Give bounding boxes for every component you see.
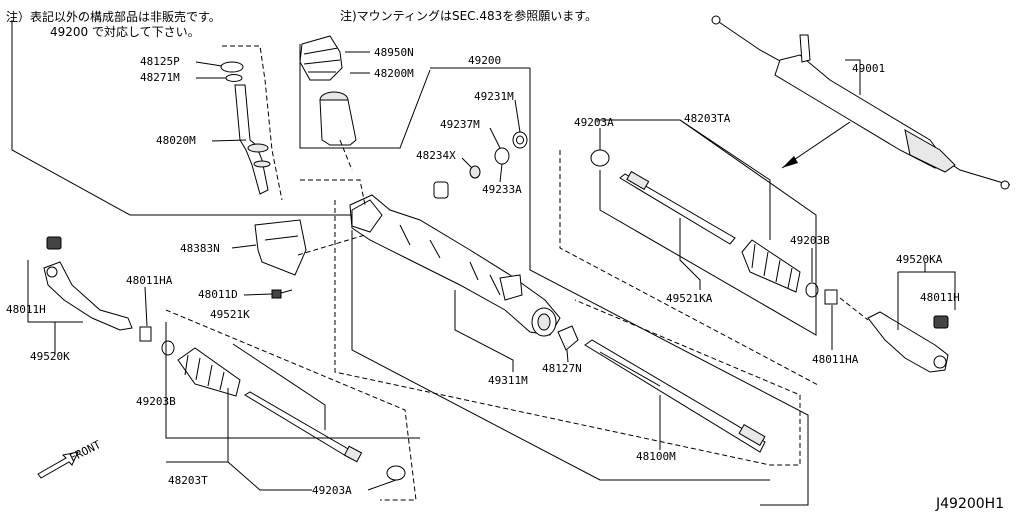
line-49203A-bottom-2 [367, 479, 397, 491]
label-49233A: 49233A [482, 183, 522, 196]
part-left-inner-rod [244, 391, 363, 463]
right-kit-bracket [596, 119, 817, 336]
label-49520KA: 49520KA [896, 253, 943, 266]
arrow-indicator [781, 121, 851, 169]
line-49203A-bottom [227, 461, 312, 491]
label-48203T: 48203T [168, 474, 208, 487]
label-48011HA-right: 48011HA [812, 353, 859, 366]
label-48203TA: 48203TA [684, 112, 731, 125]
bracket-49200-left [299, 44, 431, 149]
steering-assembly-overview [711, 15, 1011, 190]
column-dashed-bracket [222, 45, 283, 201]
part-48234X [461, 157, 481, 179]
label-48125P: 48125P [140, 55, 180, 68]
label-49200: 49200 [468, 54, 501, 67]
part-right-inner-rod [619, 170, 736, 245]
part-49521K-boot [177, 347, 241, 397]
part-48125P-washer [195, 61, 244, 73]
label-49203B-left: 49203B [136, 395, 176, 408]
part-bushing [433, 181, 449, 199]
part-48011HA-left-nut [139, 286, 152, 342]
label-49237M: 49237M [440, 118, 480, 131]
note-left-line2: 49200 で対応して下さい。 [50, 25, 200, 39]
note-top: 注)マウンティングはSEC.483を参照願います。 [340, 8, 597, 23]
line-49521KA [679, 218, 701, 290]
label-49231M: 49231M [474, 90, 514, 103]
bracket-dashed-link [297, 234, 366, 256]
part-48100M-rack [584, 339, 766, 453]
label-48020M: 48020M [156, 134, 196, 147]
part-49203B-right-clamp [805, 282, 819, 298]
label-48127N: 48127N [542, 362, 582, 375]
left-kit-dashed-bracket [165, 309, 417, 501]
part-48020M-pinion [211, 84, 271, 195]
cover-dashed-link [339, 139, 353, 171]
note-left-box: 注）表記以外の構成部品は非販売です。 49200 で対応して下さい。 [6, 9, 360, 216]
part-48011HA-right-nut [824, 289, 838, 350]
front-arrow [37, 451, 79, 479]
label-48234X: 48234X [416, 149, 456, 162]
part-48383N-bracket [231, 219, 307, 276]
right-nut-dashed-link [839, 297, 869, 321]
label-49521K: 49521K [210, 308, 250, 321]
part-48011H-left-nut [46, 236, 62, 250]
label-48100M: 48100M [636, 450, 676, 463]
part-49203B-left-clamp [161, 340, 175, 356]
label-49520K: 49520K [30, 350, 70, 363]
label-48011H-right: 48011H [920, 291, 960, 304]
bracket-49200-right [529, 68, 809, 506]
part-48011D-bolt [243, 289, 293, 299]
front-label: FRONT [67, 438, 103, 465]
line-49521K [232, 343, 326, 430]
part-49203A-top-clamp [590, 128, 610, 167]
label-49001: 49001 [852, 62, 885, 75]
part-49520K-tie-rod-end [43, 261, 133, 331]
label-49203A-bottom: 49203A [312, 484, 352, 497]
right-kit-dashed-bracket [559, 150, 819, 386]
label-49203B-right: 49203B [790, 234, 830, 247]
label-48271M: 48271M [140, 71, 180, 84]
label-49311M: 49311M [488, 374, 528, 387]
part-48011H-right-nut [933, 315, 949, 329]
left-kit-bracket [165, 322, 420, 439]
part-49520KA-tie-rod-end [867, 311, 949, 373]
part-48950N-boot [299, 35, 370, 81]
part-49203A-bottom-clamp [386, 465, 406, 481]
bracket-49520K [27, 260, 83, 323]
label-48011HA-left: 48011HA [126, 274, 173, 287]
note-left-line1: 注）表記以外の構成部品は非販売です。 [6, 9, 221, 24]
line-49311M [454, 290, 514, 372]
part-49237M [489, 127, 510, 165]
label-48011H-left: 48011H [6, 303, 46, 316]
label-48383N: 48383N [180, 242, 220, 255]
label-48011D: 48011D [198, 288, 238, 301]
housing-dashed-link [300, 179, 366, 206]
label-48200M: 48200M [374, 67, 414, 80]
part-48271M-ring [196, 74, 243, 82]
line-48203TA [679, 119, 771, 240]
label-48950N: 48950N [374, 46, 414, 59]
label-49203A-top: 49203A [574, 116, 614, 129]
diagram-id: J49200H1 [935, 496, 1004, 512]
part-49231M [512, 99, 528, 149]
rack-housing [349, 194, 561, 337]
part-48200M-cover [319, 72, 370, 146]
part-49521KA-boot [741, 239, 801, 293]
bracket-49520KA [898, 271, 956, 310]
bracket-housing-lower [351, 230, 770, 481]
label-49521KA: 49521KA [666, 292, 713, 305]
line-49233A [499, 163, 503, 183]
part-48127N-bushing [557, 325, 579, 363]
